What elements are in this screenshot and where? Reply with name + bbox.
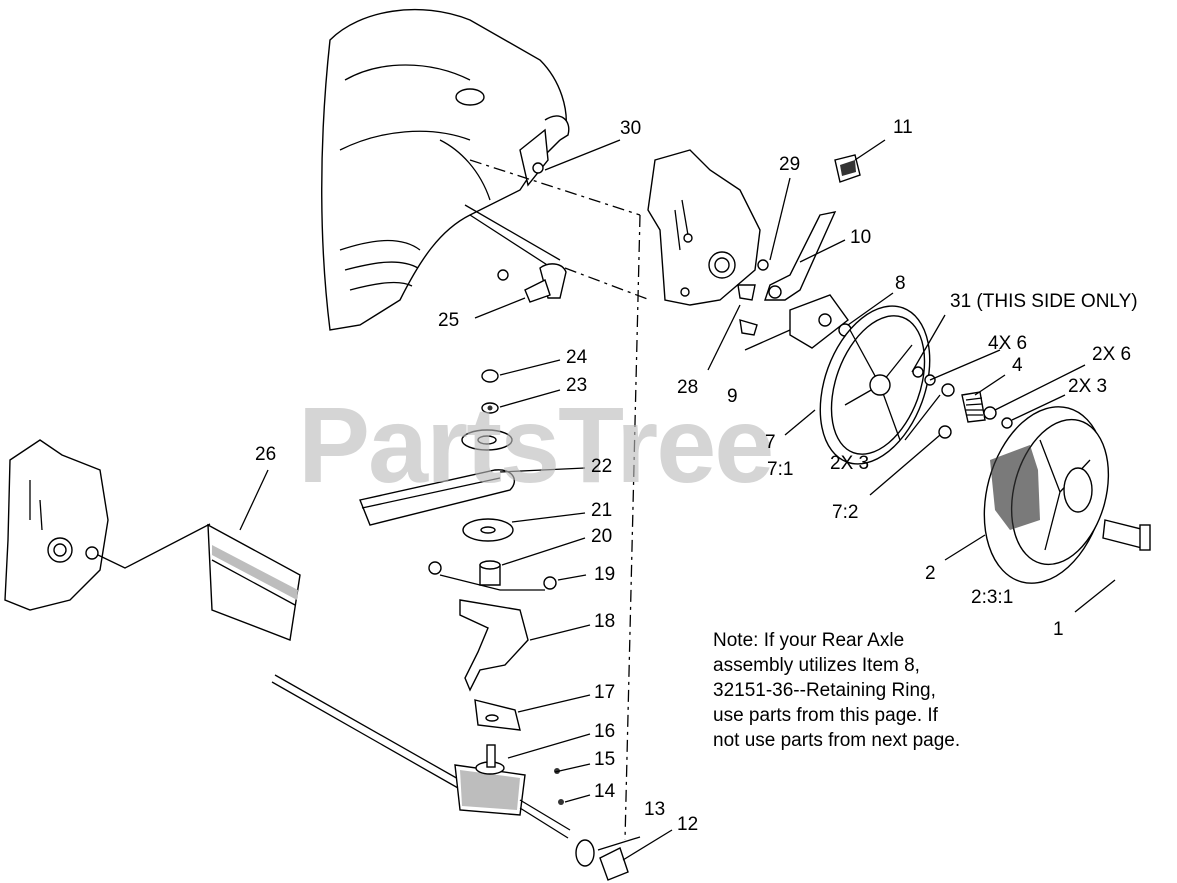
pulley-stack [359, 369, 515, 586]
drive-wheel [819, 305, 1013, 465]
callout-7-1: 7:1 [767, 459, 793, 480]
callout-16: 16 [594, 721, 615, 742]
callout-2x3-upper: 2X 3 [1068, 376, 1107, 397]
rear-wheel [983, 406, 1151, 584]
callout-12: 12 [677, 814, 698, 835]
rear-shield [207, 523, 301, 641]
callout-21: 21 [591, 500, 612, 521]
centerline-diagonal [469, 159, 641, 216]
callout-26: 26 [255, 444, 276, 465]
note-line: 32151-36--Retaining Ring, [713, 680, 936, 701]
callout-8: 8 [895, 273, 906, 294]
callout-17: 17 [594, 682, 615, 703]
callout-labels: 30 11 29 10 8 31 (THIS SIDE ONLY) 4X 6 2… [255, 117, 1138, 835]
callout-20: 20 [591, 526, 612, 547]
callout-2: 2 [925, 563, 936, 584]
callout-22: 22 [591, 456, 612, 477]
callout-14: 14 [594, 781, 616, 802]
callout-2x3-lower: 2X 3 [830, 453, 869, 474]
callout-18: 18 [594, 611, 615, 632]
centerline-rear [564, 267, 651, 301]
callout-31: 31 (THIS SIDE ONLY) [950, 291, 1138, 312]
note-line: assembly utilizes Item 8, [713, 655, 920, 676]
callout-1: 1 [1053, 619, 1064, 640]
note-line: Note: If your Rear Axle [713, 630, 905, 651]
callout-25: 25 [438, 310, 459, 331]
callout-2-3-1: 2:3:1 [971, 587, 1013, 608]
callout-30: 30 [620, 118, 641, 139]
watermark: PartsTree [298, 384, 772, 505]
right-side-plate [647, 149, 761, 306]
callout-4x6: 4X 6 [988, 333, 1027, 354]
callout-4: 4 [1012, 355, 1023, 376]
callout-7-2: 7:2 [832, 502, 858, 523]
transmission-assembly [271, 561, 629, 881]
callout-2x6: 2X 6 [1092, 344, 1131, 365]
callout-28: 28 [677, 377, 698, 398]
callout-9: 9 [727, 386, 738, 407]
callout-10: 10 [850, 227, 871, 248]
note-line: use parts from this page. If [713, 705, 938, 726]
left-side-plate [4, 439, 211, 611]
rear-axle-note: Note: If your Rear Axle assembly utilize… [713, 628, 1113, 753]
callout-11: 11 [893, 117, 913, 138]
callout-13: 13 [644, 799, 665, 820]
callout-29: 29 [779, 154, 800, 175]
callout-24: 24 [566, 347, 588, 368]
callout-23: 23 [566, 375, 587, 396]
note-line: not use parts from next page. [713, 730, 961, 751]
leader-lines [239, 139, 1116, 861]
mower-deck-housing [321, 8, 570, 331]
callout-7: 7 [765, 432, 776, 453]
centerline-vertical [624, 214, 641, 841]
callout-15: 15 [594, 749, 615, 770]
callout-19: 19 [594, 564, 615, 585]
